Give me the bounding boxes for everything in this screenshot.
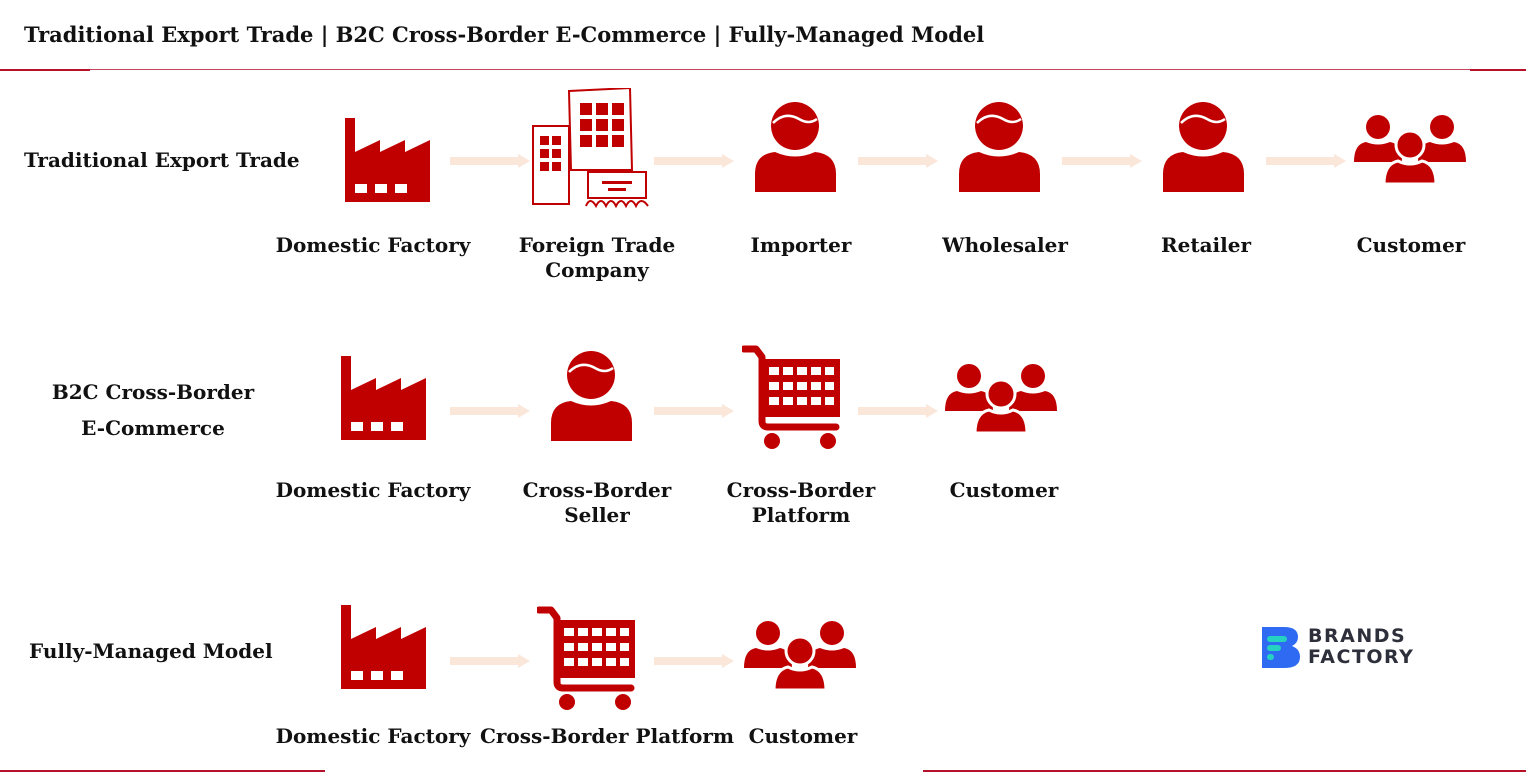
node-label-customer: Customer: [748, 724, 858, 748]
bottom-rule-left: [0, 770, 325, 772]
node-label-domestic-factory: Domestic Factory: [275, 233, 471, 257]
top-rule-main: [90, 69, 1470, 70]
customer-group-icon: [744, 621, 856, 690]
factory-icon: [341, 605, 426, 689]
flow-arrow: [450, 403, 530, 418]
flow-arrow: [450, 653, 530, 668]
node-label-importer: Importer: [750, 233, 852, 257]
bottom-rule-right: [923, 770, 1526, 772]
flow-arrow: [858, 403, 938, 418]
node-label-wholesaler: Wholesaler: [942, 233, 1068, 257]
shopping-cart-icon: [537, 606, 635, 710]
shopping-cart-icon: [742, 345, 840, 449]
node-label-cross-border-platform: Cross-Border Platform: [479, 724, 735, 748]
node-label-customer: Customer: [1356, 233, 1466, 257]
flow-arrow: [450, 153, 530, 168]
node-label-domestic-factory: Domestic Factory: [275, 478, 471, 502]
top-rule-left: [0, 69, 90, 71]
node-label-customer: Customer: [949, 478, 1059, 502]
row-label-fully-managed-model: Fully-Managed Model: [29, 633, 273, 669]
node-label-domestic-factory: Domestic Factory: [275, 724, 471, 748]
node-label-retailer: Retailer: [1161, 233, 1251, 257]
trade-company-building-icon: [532, 88, 649, 209]
top-rule-right: [1470, 69, 1526, 71]
brands-factory-logo: BRANDS FACTORY: [1262, 626, 1432, 670]
row-label-line: B2C Cross-Border: [51, 380, 255, 404]
customer-group-icon: [945, 364, 1057, 433]
brands-factory-logo-mark-icon: [1262, 627, 1300, 668]
row-label-line: Traditional Export Trade: [24, 148, 300, 172]
flow-arrow: [858, 153, 938, 168]
brands-factory-logo-text: BRANDS FACTORY: [1308, 625, 1415, 668]
flow-arrow: [654, 653, 734, 668]
person-icon: [551, 351, 632, 441]
row-label-line: Fully-Managed Model: [29, 639, 273, 663]
factory-icon: [341, 356, 426, 440]
row-label-line: E-Commerce: [81, 416, 225, 440]
flow-arrow: [654, 403, 734, 418]
flow-arrow: [1266, 153, 1346, 168]
flow-arrow: [1062, 153, 1142, 168]
person-icon: [1163, 102, 1244, 192]
customer-group-icon: [1354, 115, 1466, 184]
page-title: Traditional Export Trade | B2C Cross-Bor…: [24, 22, 985, 47]
row-label-traditional-export-trade: Traditional Export Trade: [24, 142, 300, 178]
flow-arrow: [654, 153, 734, 168]
person-icon: [755, 102, 836, 192]
row-label-b2c-cross-border: B2C Cross-Border E-Commerce: [38, 374, 268, 446]
factory-icon: [345, 118, 430, 202]
person-icon: [959, 102, 1040, 192]
